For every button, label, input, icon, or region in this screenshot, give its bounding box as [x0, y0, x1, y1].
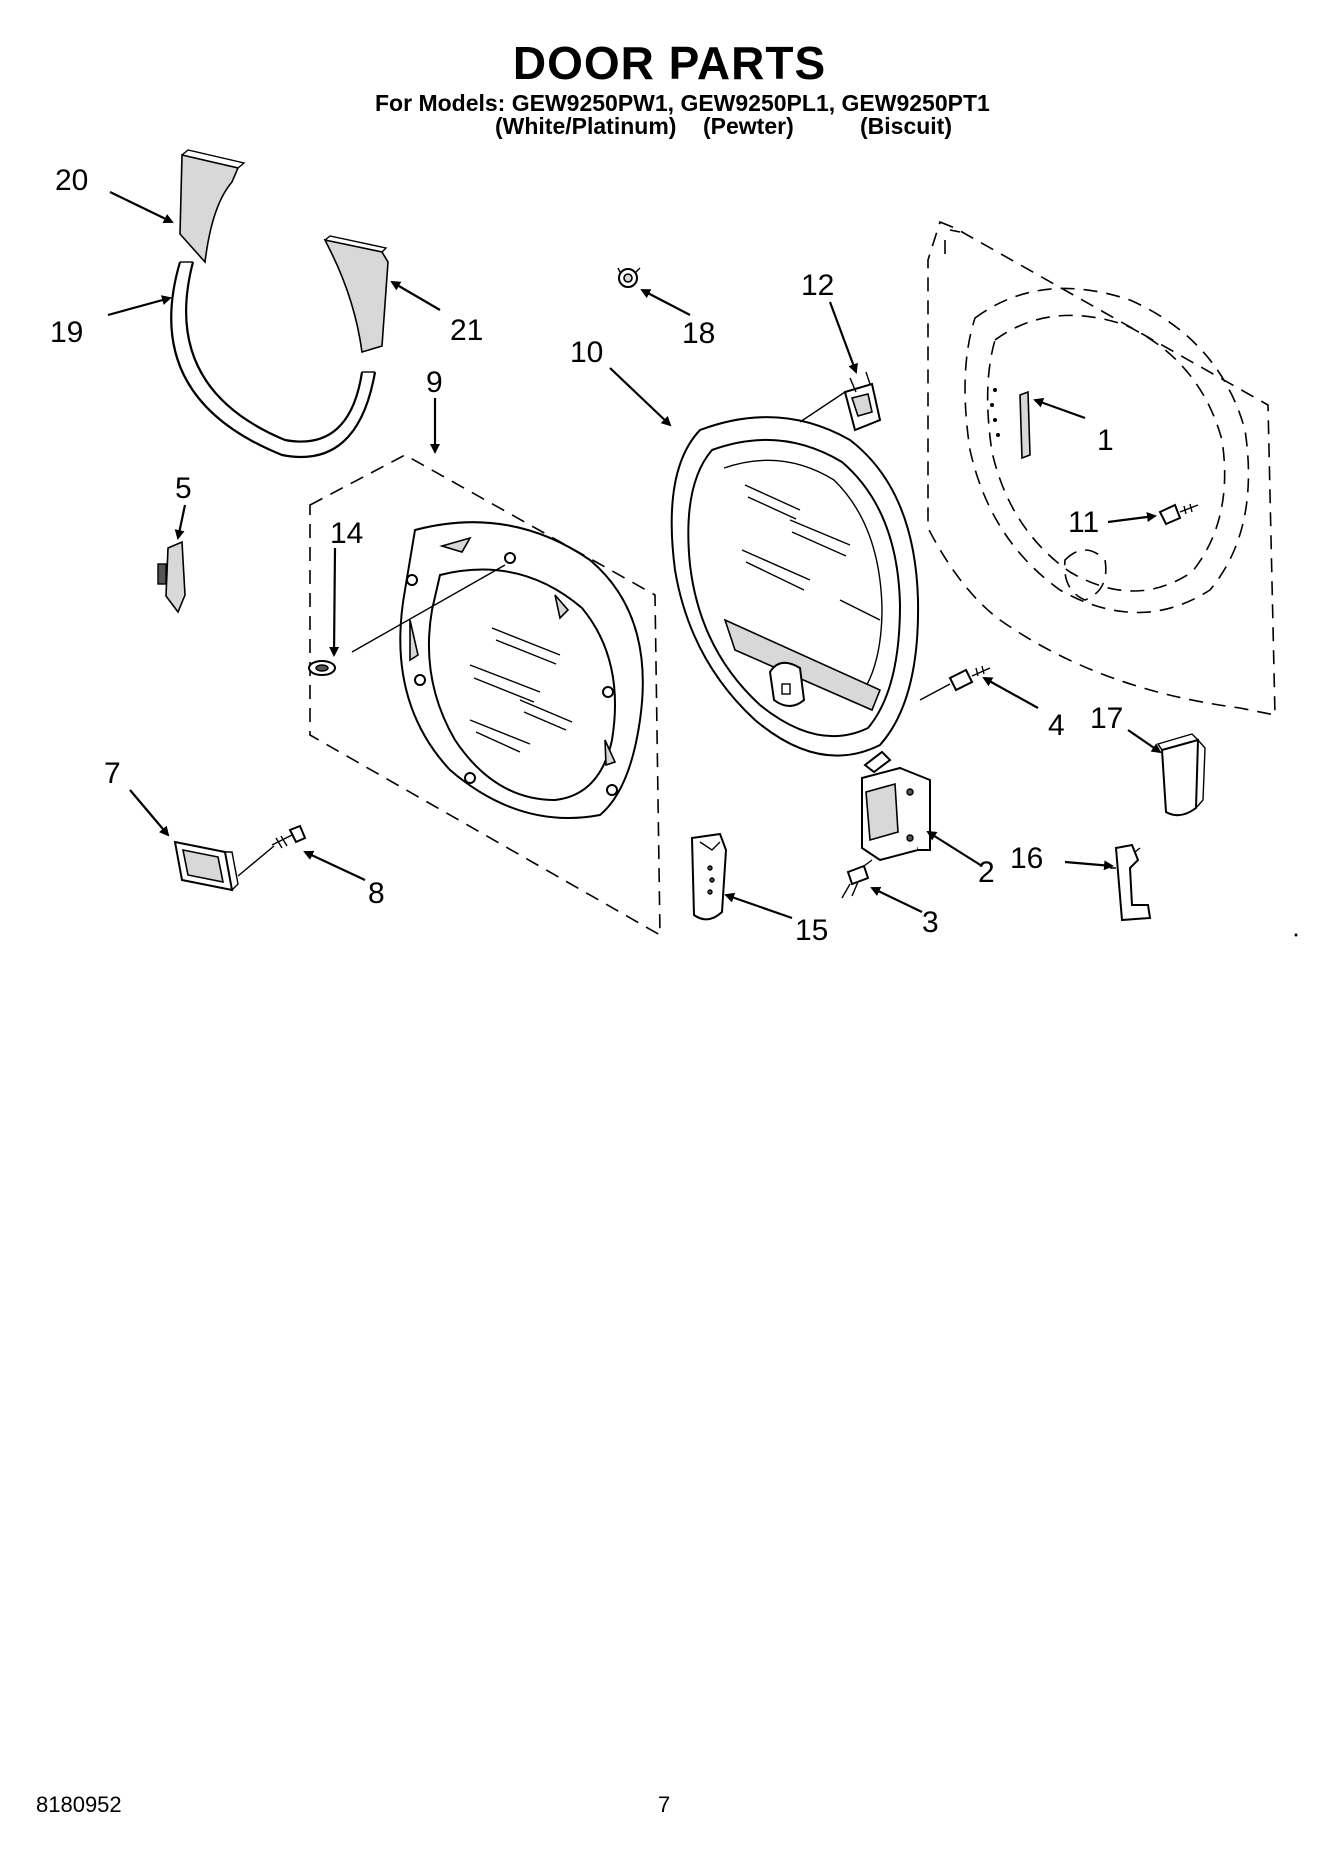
part-12-latch — [799, 371, 882, 432]
arrow-15 — [724, 892, 793, 920]
part-19-arc-seal — [170, 261, 377, 459]
part-5-hinge-cover — [157, 540, 186, 614]
part-2-hinge — [861, 750, 931, 862]
arrow-7 — [129, 789, 170, 837]
part-15-cover — [690, 832, 728, 921]
arrow-18 — [640, 289, 691, 316]
arrow-17 — [1127, 729, 1162, 754]
page-title: DOOR PARTS — [512, 37, 827, 89]
leader-4 — [919, 683, 951, 701]
arrow-12 — [828, 301, 858, 374]
arrow-10 — [609, 367, 672, 427]
arrow-1 — [1033, 398, 1086, 420]
part-16-bracket — [1110, 843, 1152, 922]
arrow-11 — [1107, 512, 1157, 524]
callout-11: 11 — [1068, 506, 1099, 539]
callout-21: 21 — [450, 314, 483, 347]
color-pewter: (Pewter) — [703, 113, 794, 139]
color-biscuit: (Biscuit) — [860, 113, 952, 139]
arrow-2 — [926, 830, 983, 867]
callout-15: 15 — [795, 914, 828, 947]
part-9-inner-door-assembly — [309, 454, 661, 937]
callout-4: 4 — [1048, 709, 1065, 742]
callout-8: 8 — [368, 877, 385, 910]
part-10-outer-door — [670, 416, 920, 757]
arrow-8 — [303, 850, 366, 881]
callout-14: 14 — [330, 517, 363, 550]
callout-2: 2 — [978, 856, 995, 889]
part-3-screw — [841, 864, 870, 899]
callout-10: 10 — [570, 336, 603, 369]
callout-3: 3 — [922, 906, 939, 939]
callout-12: 12 — [801, 269, 834, 302]
leader-7-8 — [237, 845, 275, 877]
arrow-4 — [982, 677, 1039, 709]
part-14-clip — [308, 660, 336, 676]
part-8-screw — [271, 824, 307, 849]
part-18-nut — [617, 267, 641, 288]
callout-7: 7 — [104, 757, 121, 790]
page-number: 7 — [658, 1792, 671, 1817]
callout-18: 18 — [682, 317, 715, 350]
leader-3 — [863, 859, 873, 867]
callout-9: 9 — [426, 366, 443, 399]
arrow-20 — [109, 191, 174, 224]
callout-19: 19 — [50, 316, 83, 349]
arrow-3 — [870, 886, 923, 913]
callout-20: 20 — [55, 164, 88, 197]
callout-17: 17 — [1090, 702, 1123, 735]
arrow-5 — [174, 504, 187, 540]
part-7-handle — [173, 840, 239, 892]
callout-5: 5 — [175, 472, 192, 505]
callout-16: 16 — [1010, 842, 1043, 875]
part-20-trim — [179, 149, 246, 264]
part-4-screw — [948, 665, 991, 692]
color-white-platinum: (White/Platinum) — [495, 113, 677, 139]
stray-dot — [1294, 933, 1298, 937]
front-panel-outline — [927, 220, 1276, 716]
document-number: 8180952 — [36, 1792, 122, 1817]
callout-1: 1 — [1097, 424, 1114, 457]
arrow-19 — [107, 295, 172, 317]
arrow-14 — [329, 547, 340, 657]
part-11-screw — [1158, 503, 1199, 526]
arrow-21 — [390, 280, 441, 311]
part-1-strip — [990, 388, 1031, 460]
models-line: For Models: GEW9250PW1, GEW9250PL1, GEW9… — [375, 90, 990, 116]
arrow-16 — [1064, 860, 1114, 871]
part-17-cover — [1156, 733, 1206, 817]
part-21-trim — [323, 235, 389, 354]
